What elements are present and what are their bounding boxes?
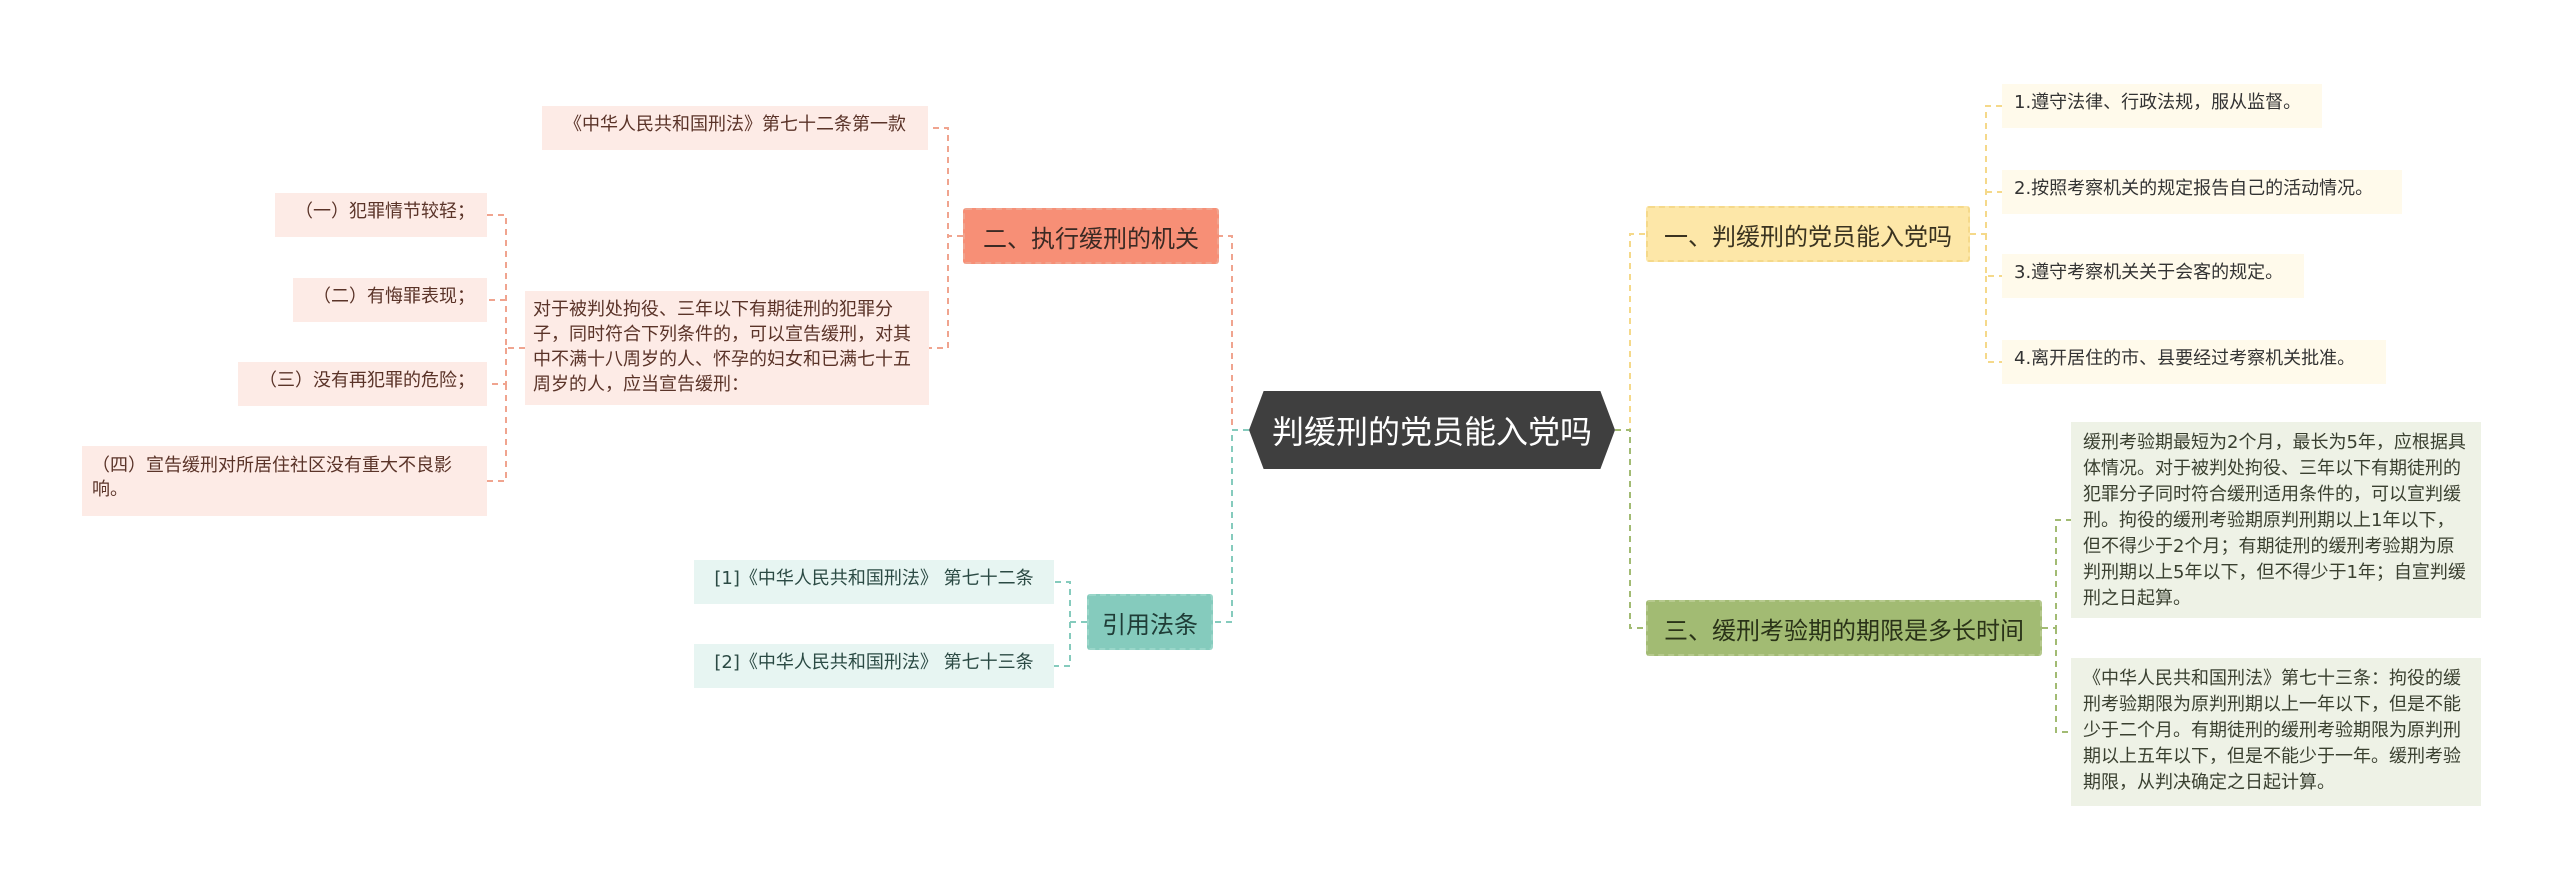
leaf-condition-4[interactable]: （四）宣告缓刑对所居住社区没有重大不良影响。 [82, 446, 487, 516]
leaf-condition-3[interactable]: （三）没有再犯罪的危险； [238, 362, 487, 406]
link-canjoin-items [1970, 105, 2002, 363]
root-topic[interactable]: 判缓刑的党员能入党吗 [1249, 391, 1615, 469]
leaf-condition-2[interactable]: （二）有悔罪表现； [293, 278, 487, 322]
link-root-canjoin [1615, 233, 1646, 431]
link-root-executing [1219, 235, 1249, 431]
leaf-citation-2[interactable]: [2]《中华人民共和国刑法》 第七十三条 [694, 644, 1054, 688]
leaf-probation-detail-1[interactable]: 缓刑考验期最短为2个月，最长为5年，应根据具体情况。对于被判处拘役、三年以下有期… [2071, 422, 2481, 618]
leaf-rule-1[interactable]: 1.遵守法律、行政法规，服从监督。 [2002, 84, 2322, 128]
leaf-probation-conditions[interactable]: 对于被判处拘役、三年以下有期徒刑的犯罪分子，同时符合下列条件的，可以宣告缓刑，对… [525, 291, 929, 405]
link-probation-items [2042, 519, 2071, 733]
link-cond-c3 [487, 348, 507, 385]
link-root-probation [1615, 429, 1646, 629]
link-cond-c1 [487, 214, 525, 349]
leaf-rule-4[interactable]: 4.离开居住的市、县要经过考察机关批准。 [2002, 340, 2386, 384]
branch-executing-agency[interactable]: 二、执行缓刑的机关 [963, 208, 1219, 264]
leaf-condition-1[interactable]: （一）犯罪情节较轻； [275, 193, 487, 237]
branch-can-join[interactable]: 一、判缓刑的党员能入党吗 [1646, 206, 1970, 262]
leaf-rule-2[interactable]: 2.按照考察机关的规定报告自己的活动情况。 [2002, 170, 2402, 214]
branch-probation-period[interactable]: 三、缓刑考验期的期限是多长时间 [1646, 600, 2042, 656]
leaf-probation-detail-2[interactable]: 《中华人民共和国刑法》第七十三条：拘役的缓刑考验期限为原判刑期以上一年以下，但是… [2071, 658, 2481, 806]
link-root-citations [1213, 429, 1249, 623]
leaf-law-reference[interactable]: 《中华人民共和国刑法》第七十二条第一款 [542, 106, 928, 150]
link-executing-cond [929, 235, 963, 349]
link-executing-law [928, 127, 963, 237]
branch-citations[interactable]: 引用法条 [1087, 594, 1213, 650]
link-citations-ref2 [1054, 622, 1071, 667]
leaf-citation-1[interactable]: [1]《中华人民共和国刑法》 第七十二条 [694, 560, 1054, 604]
link-cond-c4 [487, 384, 507, 482]
link-citations-ref1 [1054, 581, 1087, 623]
leaf-rule-3[interactable]: 3.遵守考察机关关于会客的规定。 [2002, 254, 2304, 298]
